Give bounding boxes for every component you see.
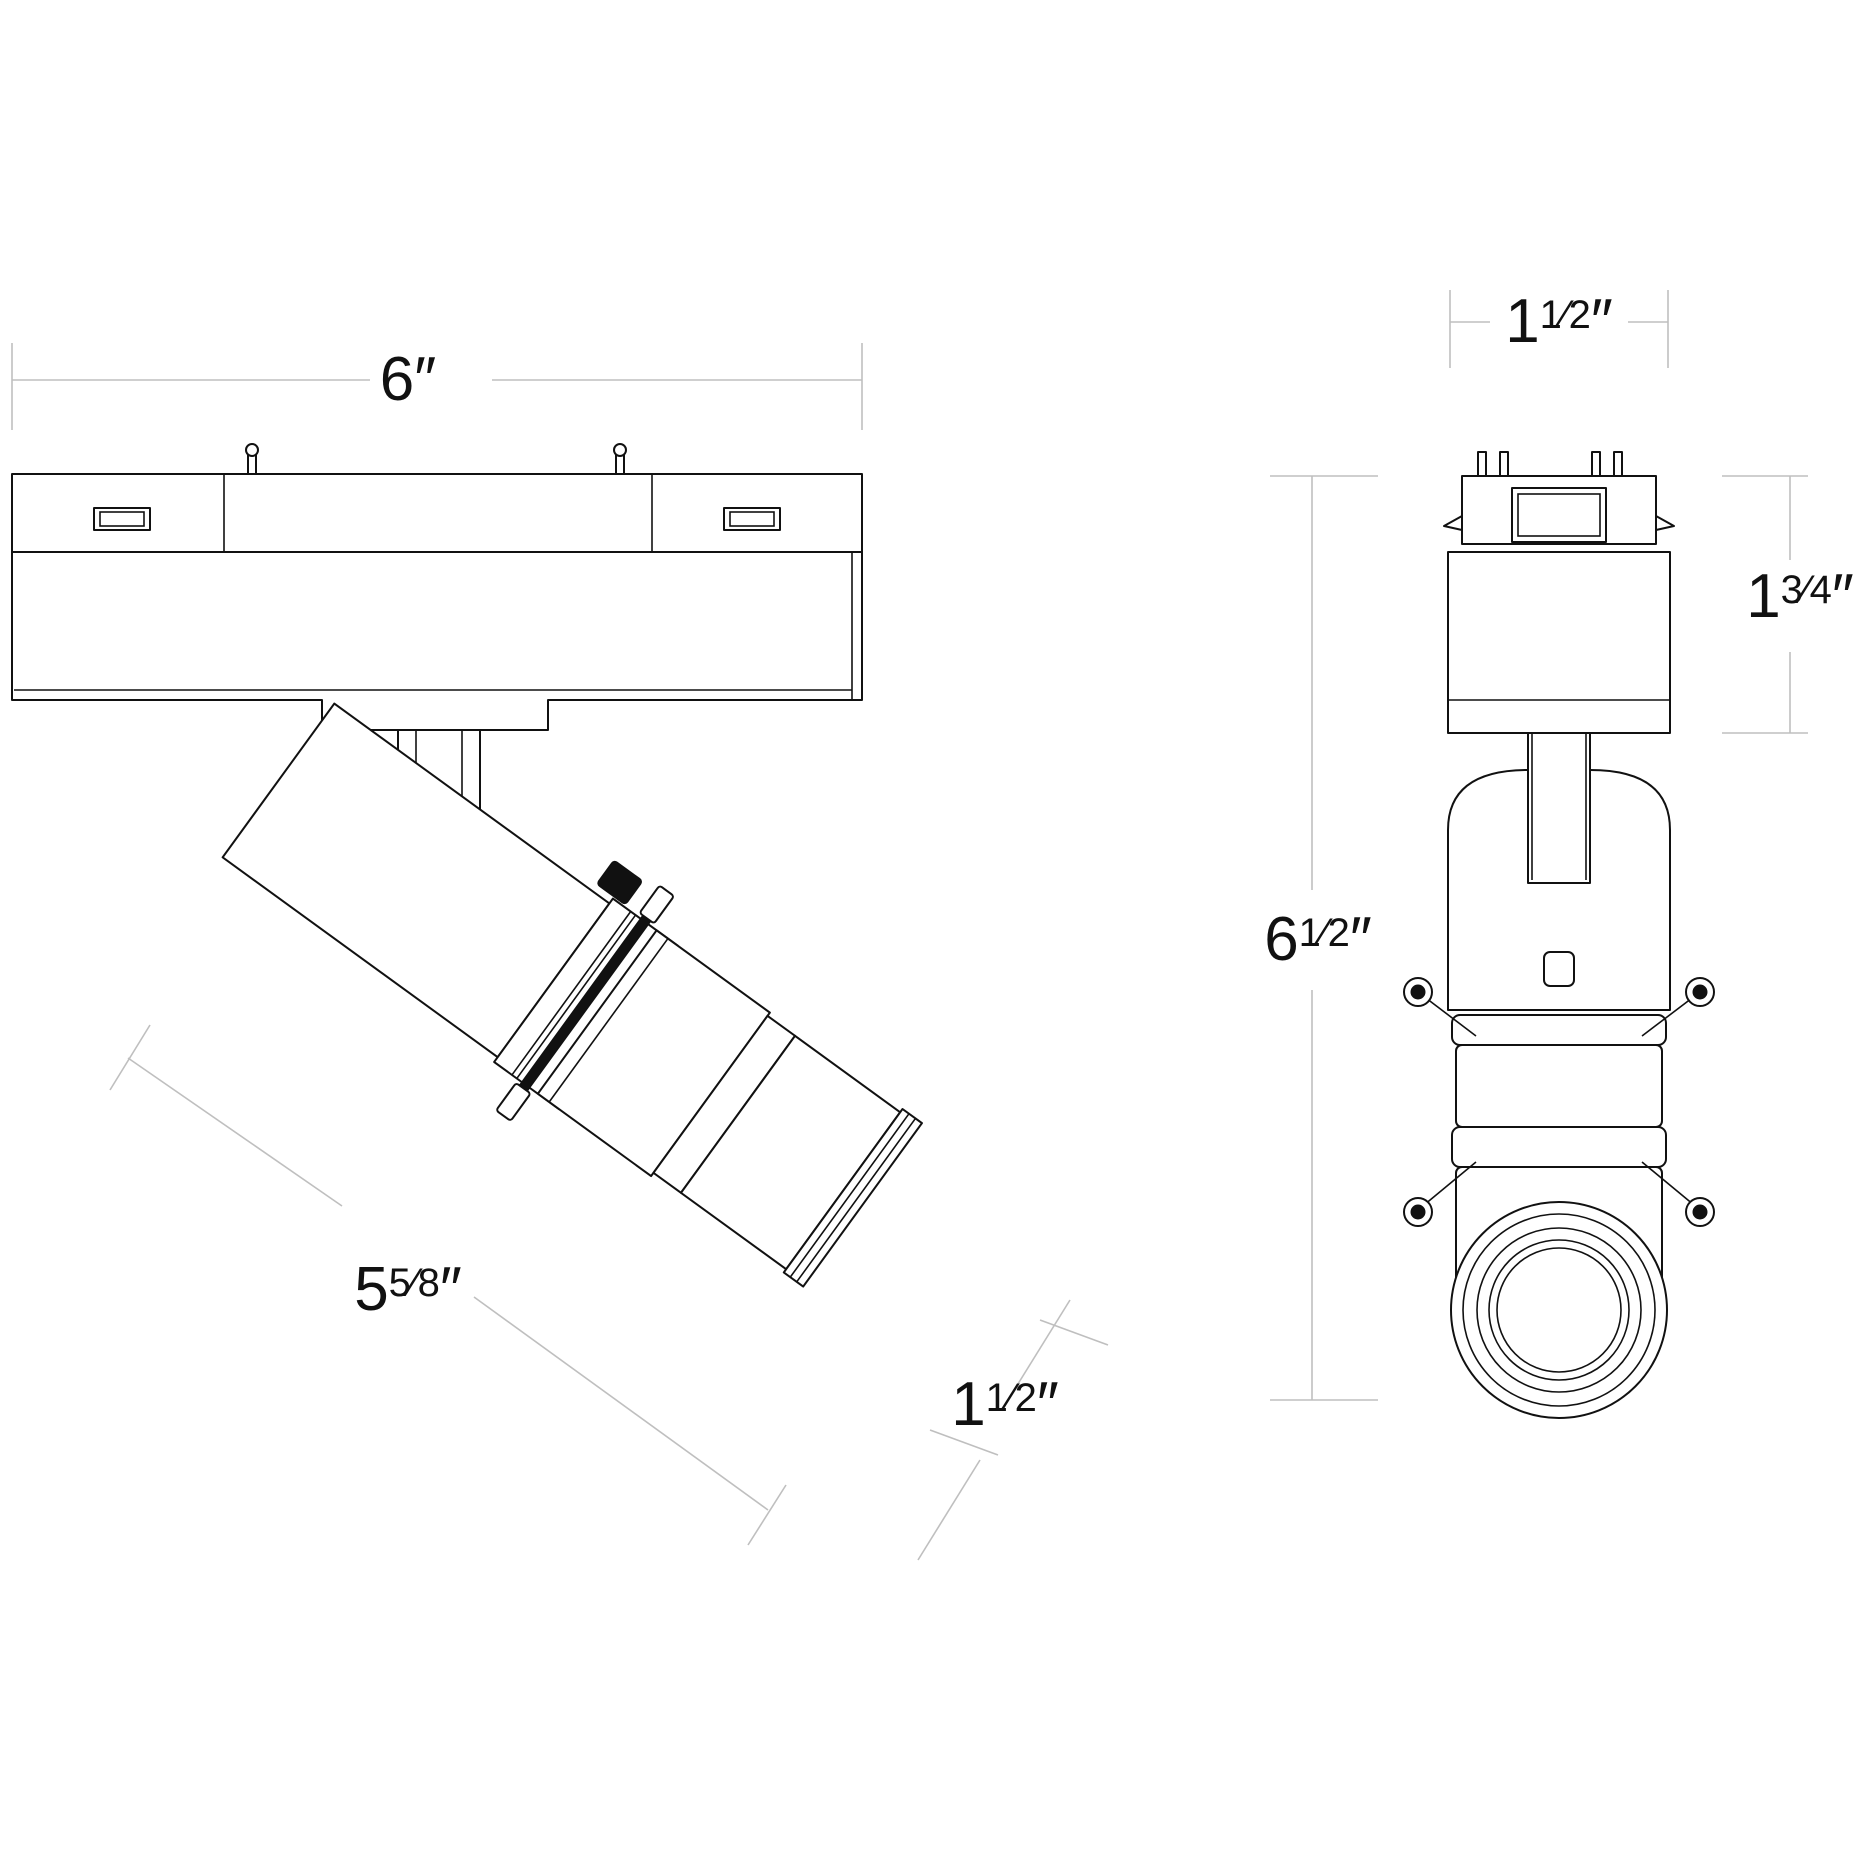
side-length-label: 55⁄8″: [354, 1255, 462, 1324]
front-mount-dimension: 13⁄4″: [1722, 475, 1854, 734]
side-diameter-dimension: 11⁄2″: [917, 1299, 1109, 1561]
front-mount-label: 13⁄4″: [1746, 562, 1854, 631]
front-width-dimension: 11⁄2″: [1449, 287, 1669, 368]
side-width-label: 6″: [380, 345, 436, 414]
front-height-label: 61⁄2″: [1264, 905, 1372, 974]
front-lens: [1450, 1201, 1668, 1419]
front-height-dimension: 61⁄2″: [1264, 475, 1378, 1401]
front-view: 11⁄2″ 61⁄2″ 13⁄4″: [1264, 287, 1854, 1419]
side-diameter-label: 11⁄2″: [951, 1370, 1059, 1439]
spot-barrel: [221, 702, 923, 1288]
front-adapter: [1443, 451, 1675, 734]
front-width-label: 11⁄2″: [1505, 287, 1613, 356]
side-view: 6″: [11, 343, 1109, 1561]
side-length-dimension: 55⁄8″: [109, 1024, 787, 1546]
track-adapter: [11, 443, 863, 731]
side-width-dimension: 6″: [11, 343, 863, 430]
